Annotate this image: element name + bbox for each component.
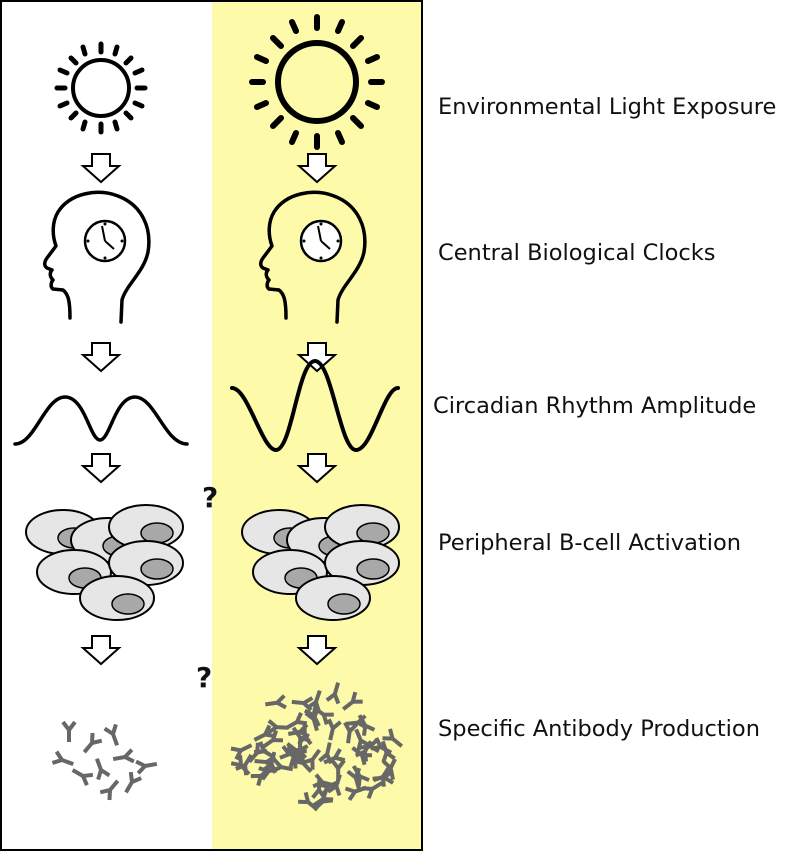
row-label-antibody: Specific Antibody Production (438, 716, 760, 742)
sun-icon (54, 41, 148, 135)
head-clock-icon (43, 190, 151, 324)
down-arrow-icon (82, 453, 120, 483)
row-label-light: Environmental Light Exposure (438, 94, 777, 120)
b-cell-cluster-icon (25, 504, 184, 621)
antibody-icon (50, 720, 160, 802)
diagram-frame (0, 0, 423, 851)
question-mark-bcell: ? (202, 481, 219, 514)
sine-wave-icon (13, 395, 189, 446)
down-arrow-icon (82, 342, 120, 372)
row-label-bcell: Peripheral B-cell Activation (438, 530, 742, 556)
head-clock-icon (259, 190, 367, 324)
down-arrow-icon (82, 635, 120, 665)
question-mark-antibody: ? (196, 661, 213, 694)
sine-wave-icon (230, 358, 400, 453)
sun-icon (249, 14, 385, 150)
row-label-rhythm: Circadian Rhythm Amplitude (433, 393, 757, 419)
row-label-clock: Central Biological Clocks (438, 240, 716, 266)
down-arrow-icon (82, 153, 120, 183)
